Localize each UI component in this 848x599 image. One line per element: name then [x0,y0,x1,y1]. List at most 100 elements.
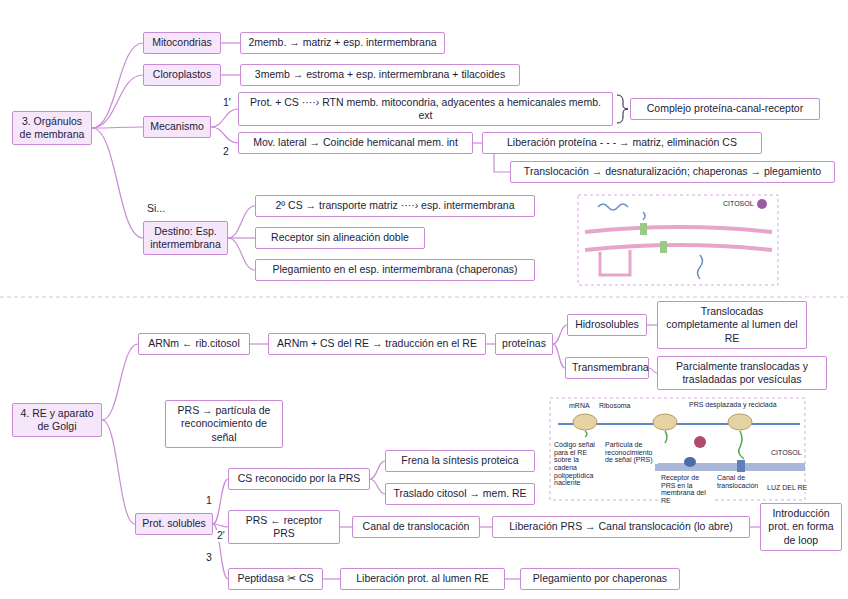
ribosome [573,414,597,430]
note-box: Translocadas completamente al lumen del … [657,301,807,348]
note-box: Parcialmente translocadas y trasladadas … [657,356,827,390]
figure-label: CITOSOL [770,449,803,457]
node-text: Mecanismo [150,120,204,133]
branch-connector [102,344,138,420]
note-box: proteínas [495,333,553,354]
srp-receptor [684,457,696,467]
note-box: Hidrosolubles [567,314,647,335]
node-text: Receptor sin alineación doble [262,231,418,244]
figure-label: CITOSOL [722,200,755,208]
figure-label: mRNA [568,402,591,410]
note-box: Plegamiento en el esp. intermembrana (ch… [255,259,535,280]
node-text: Translocación → desnaturalización; chape… [517,165,828,178]
branch-connector [505,578,520,579]
branch-connector [486,343,495,344]
note-box: Frena la síntesis proteica [385,450,535,471]
node-text: Mitocondrias [150,36,214,49]
branch-connector [750,526,760,527]
note-box: PRS ← receptor PRS [228,510,340,544]
branch-connector [370,479,385,494]
node-text: Hidrosolubles [574,318,640,331]
outer-channel [640,223,647,235]
er-membrane [655,463,805,471]
note-box: Traslado citosol → mem. RE [385,483,535,504]
note-box: 3memb → estroma + esp. intermembrana + t… [240,64,520,85]
figure-label: Receptor de PRS en la membrana del RE [660,474,714,505]
figure-frame [578,195,778,285]
callout-number: 1' [222,97,232,109]
figure-label: Ribosoma [598,402,632,410]
curly-bracket [617,95,628,123]
branch-connector [250,343,268,344]
branch-connector [221,74,240,75]
node-text: Traslado citosol → mem. RE [392,487,528,500]
node-text: Canal de translocación [359,520,473,533]
node-text: Cloroplastos [150,68,214,81]
topic-box: 4. RE y aparato de Golgi [12,403,102,437]
node-text: 3. Orgánulos de membrana [19,115,85,141]
note-box: Receptor sin alineación doble [255,227,425,248]
callout-number: 2' [216,530,226,542]
node-text: 3memb → estroma + esp. intermembrana + t… [247,68,513,81]
branch-connector [211,109,238,127]
branch-connector [92,75,143,128]
note-box: Prot. + CS ····› RTN memb. mitocondria, … [238,92,613,126]
branch-connector [92,43,143,128]
mitochondria-figure [578,195,778,285]
branch-connector [323,578,340,579]
node-text: PRS ← receptor PRS [235,514,333,540]
figure-label: Canal de translocación [716,474,762,489]
srp-particle [694,436,706,448]
note-box: ARNm ← rib.citosol [138,333,250,354]
branch-connector [340,526,352,527]
node-text: Introducción prot. en forma de loop [767,507,835,546]
node-text: Plegamiento en el esp. intermembrana (ch… [262,263,528,276]
branch-connector [211,127,238,143]
node-text: Prot. solubles [142,517,206,530]
node-text: proteínas [502,337,546,350]
node-text: Liberación proteína - - - → matriz, elim… [489,136,755,149]
node-text: Complejo proteína-canal-receptor [637,102,813,115]
node-text: Plegamiento por chaperonas [527,572,673,585]
ribosome [653,414,677,430]
protein-chain [698,255,703,279]
note-box: 2memb. → matriz + esp. intermembrana [240,32,445,53]
note-box: Liberación PRS → Canal translocación (lo… [492,516,750,537]
branch-connector [647,324,657,325]
callout-number: 2 [222,146,230,158]
inner-membrane [585,245,772,250]
node-text: 2º CS → transporte matriz ····› esp. int… [262,199,528,212]
branch-connector [473,142,482,143]
branch-connector [102,420,135,524]
translocation-channel [737,460,745,472]
figure-label: PRS desplazada y reciclada [688,401,778,409]
figure-label: Código señal para el RE sobre la cadena … [553,441,601,487]
node-text: Destino: Esp. intermembrana [150,225,221,251]
branch-connector [553,325,567,344]
topic-box: Cloroplastos [143,64,221,85]
protein-chain [643,212,645,220]
node-text: Transmembrana [572,361,642,374]
branch-connector [480,526,492,527]
branch-connector [228,238,255,270]
polypeptide [739,431,744,459]
note-box: Complejo proteína-canal-receptor [630,98,820,119]
note-box: Introducción prot. en forma de loop [760,503,842,550]
branch-connector [92,127,143,128]
note-box: CS reconocido por la PRS [228,468,370,489]
outer-membrane [585,227,772,232]
note-box: ARNm + CS del RE → traducción en el RE [268,333,486,354]
branch-connector [649,368,657,373]
node-text: Frena la síntesis proteica [392,454,528,467]
node-text: Prot. + CS ····› RTN memb. mitocondria, … [245,96,606,122]
branch-connector [213,524,228,579]
node-text: PRS → partícula de reconocimiento de señ… [172,404,276,443]
note-box: Canal de translocación [352,516,480,537]
polypeptide [585,431,587,437]
figure-label: Partícula de reconocimiento de señal (PR… [604,441,658,464]
branch-connector [370,461,385,479]
node-text: Translocadas completamente al lumen del … [664,305,800,344]
branch-connector [553,344,565,368]
